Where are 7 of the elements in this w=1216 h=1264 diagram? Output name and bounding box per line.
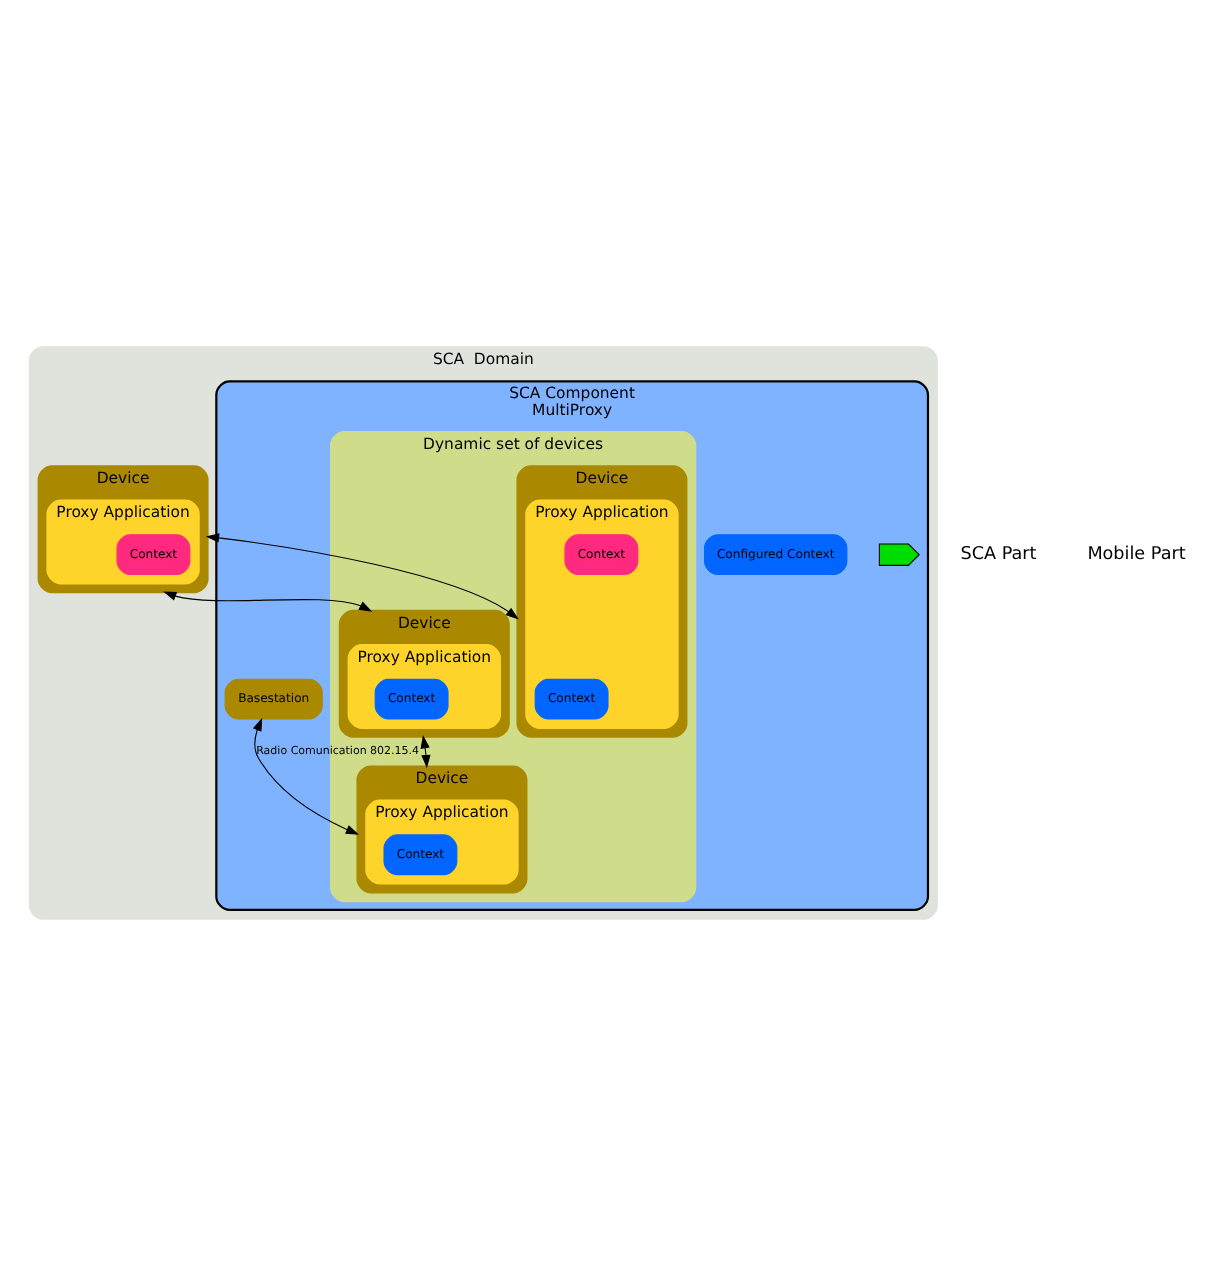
arrow xyxy=(163,590,373,611)
label: Mobile Part xyxy=(1087,543,1186,564)
arrow xyxy=(420,734,431,768)
node-chevron xyxy=(878,542,920,565)
arrow xyxy=(205,532,519,619)
label: SCA Part xyxy=(960,543,1037,564)
arrow xyxy=(252,716,360,834)
